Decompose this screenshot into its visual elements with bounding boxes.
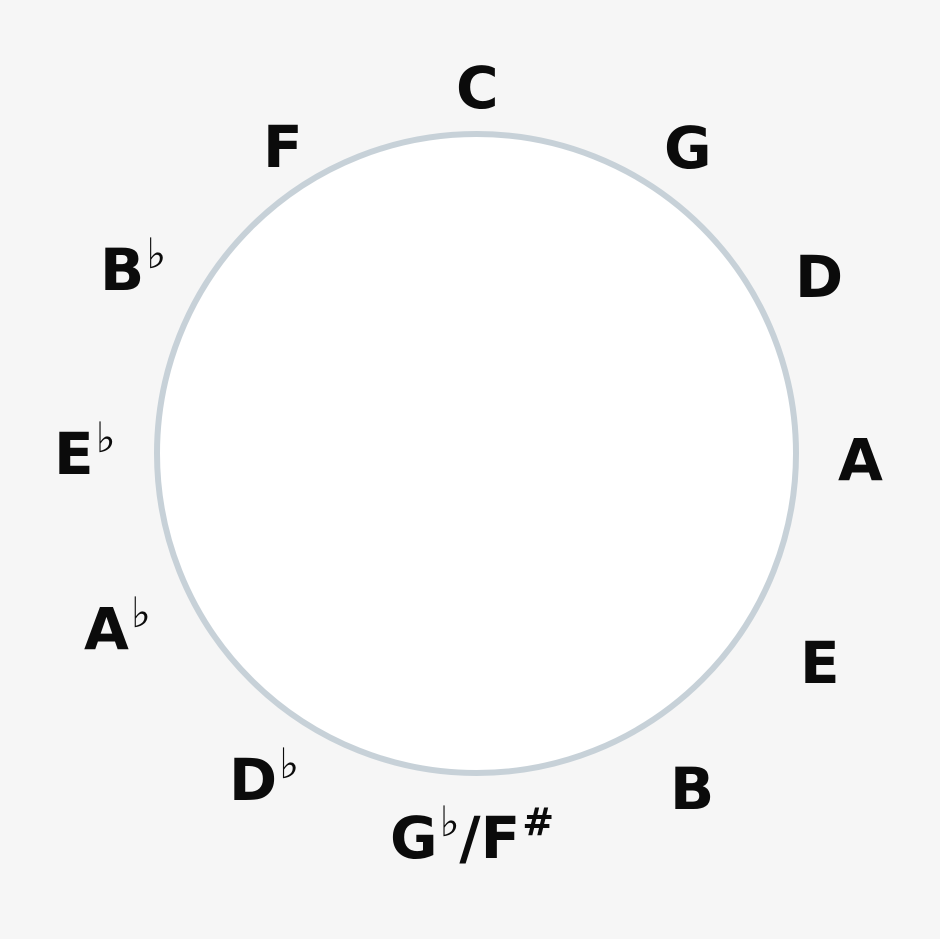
note-b: B	[670, 755, 715, 823]
note-d-flat: D♭	[229, 739, 299, 814]
note-d: D	[795, 243, 844, 311]
note-g-flat-f-sharp: G♭/F#	[390, 797, 555, 872]
note-e-flat: E♭	[54, 413, 116, 488]
note-g: G	[664, 114, 712, 182]
note-e: E	[800, 629, 840, 697]
note-a: A	[838, 426, 883, 494]
note-c: C	[456, 54, 499, 122]
note-f: F	[263, 113, 303, 181]
note-b-flat: B♭	[100, 229, 167, 304]
fifths-circle	[154, 131, 799, 776]
note-a-flat: A♭	[84, 588, 151, 663]
